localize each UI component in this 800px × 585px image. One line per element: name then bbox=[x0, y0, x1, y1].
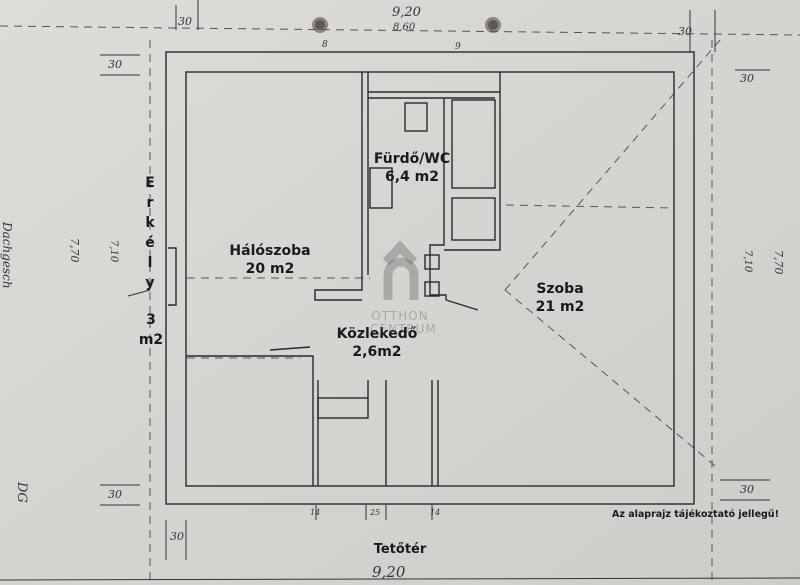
dim-mark-5: 14 bbox=[430, 508, 441, 517]
dim-wall-left-top: 30 bbox=[108, 58, 122, 71]
dim-right-inner: 7,10 bbox=[742, 250, 753, 273]
room-name: Szoba bbox=[536, 281, 584, 297]
room-bedroom: Hálószoba 20 m2 bbox=[220, 242, 320, 278]
dim-wall-left-bottom: 30 bbox=[108, 488, 122, 501]
dim-wall-top-left: 30 bbox=[178, 15, 192, 28]
dim-top-inner: 8,60 bbox=[393, 22, 416, 33]
corner-note: DG bbox=[14, 482, 29, 503]
dim-right-outer: 7,70 bbox=[772, 250, 785, 275]
room-area: 21 m2 bbox=[535, 299, 585, 315]
disclaimer: Az alaprajz tájékoztató jellegű! bbox=[612, 509, 779, 520]
dim-mark-2: 9 bbox=[455, 42, 461, 52]
dim-wall-right-bottom: 30 bbox=[740, 483, 754, 496]
dim-left-outer: 7,70 bbox=[68, 238, 81, 263]
room-name: Fürdő/WC bbox=[373, 151, 451, 167]
room-hallway: Közlekedő 2,6m2 bbox=[332, 325, 422, 361]
watermark-logo bbox=[382, 240, 419, 300]
dim-mark-3: 14 bbox=[310, 508, 321, 517]
room-area: 20 m2 bbox=[245, 261, 295, 277]
balcony-area: 3 m2 bbox=[138, 312, 164, 348]
dim-bottom-total: 9,20 bbox=[372, 563, 406, 581]
walls bbox=[165, 51, 695, 505]
room-area: 2,6m2 bbox=[352, 344, 402, 360]
room-room: Szoba 21 m2 bbox=[520, 280, 600, 316]
watermark-text: OTTHON CENTRUM bbox=[370, 309, 437, 336]
dim-wall-bottom: 30 bbox=[170, 530, 184, 543]
dim-top-total: 9,20 bbox=[392, 5, 421, 20]
room-name: Hálószoba bbox=[229, 243, 311, 259]
room-name: Közlekedő bbox=[336, 326, 418, 342]
dim-wall-top-right: 30 bbox=[678, 25, 692, 38]
side-note: Dachgesch bbox=[0, 222, 14, 289]
dim-mark-1: 8 bbox=[322, 40, 328, 50]
room-bathroom: Fürdő/WC 6,4 m2 bbox=[372, 150, 452, 186]
dim-mark-4: 25 bbox=[370, 508, 381, 517]
room-balcony: E r k é l y bbox=[145, 175, 155, 291]
dim-wall-right-top: 30 bbox=[740, 72, 754, 85]
room-area: 6,4 m2 bbox=[384, 169, 439, 185]
dim-left-inner: 7,10 bbox=[108, 240, 119, 263]
floor-label: Tetőtér bbox=[373, 542, 427, 557]
